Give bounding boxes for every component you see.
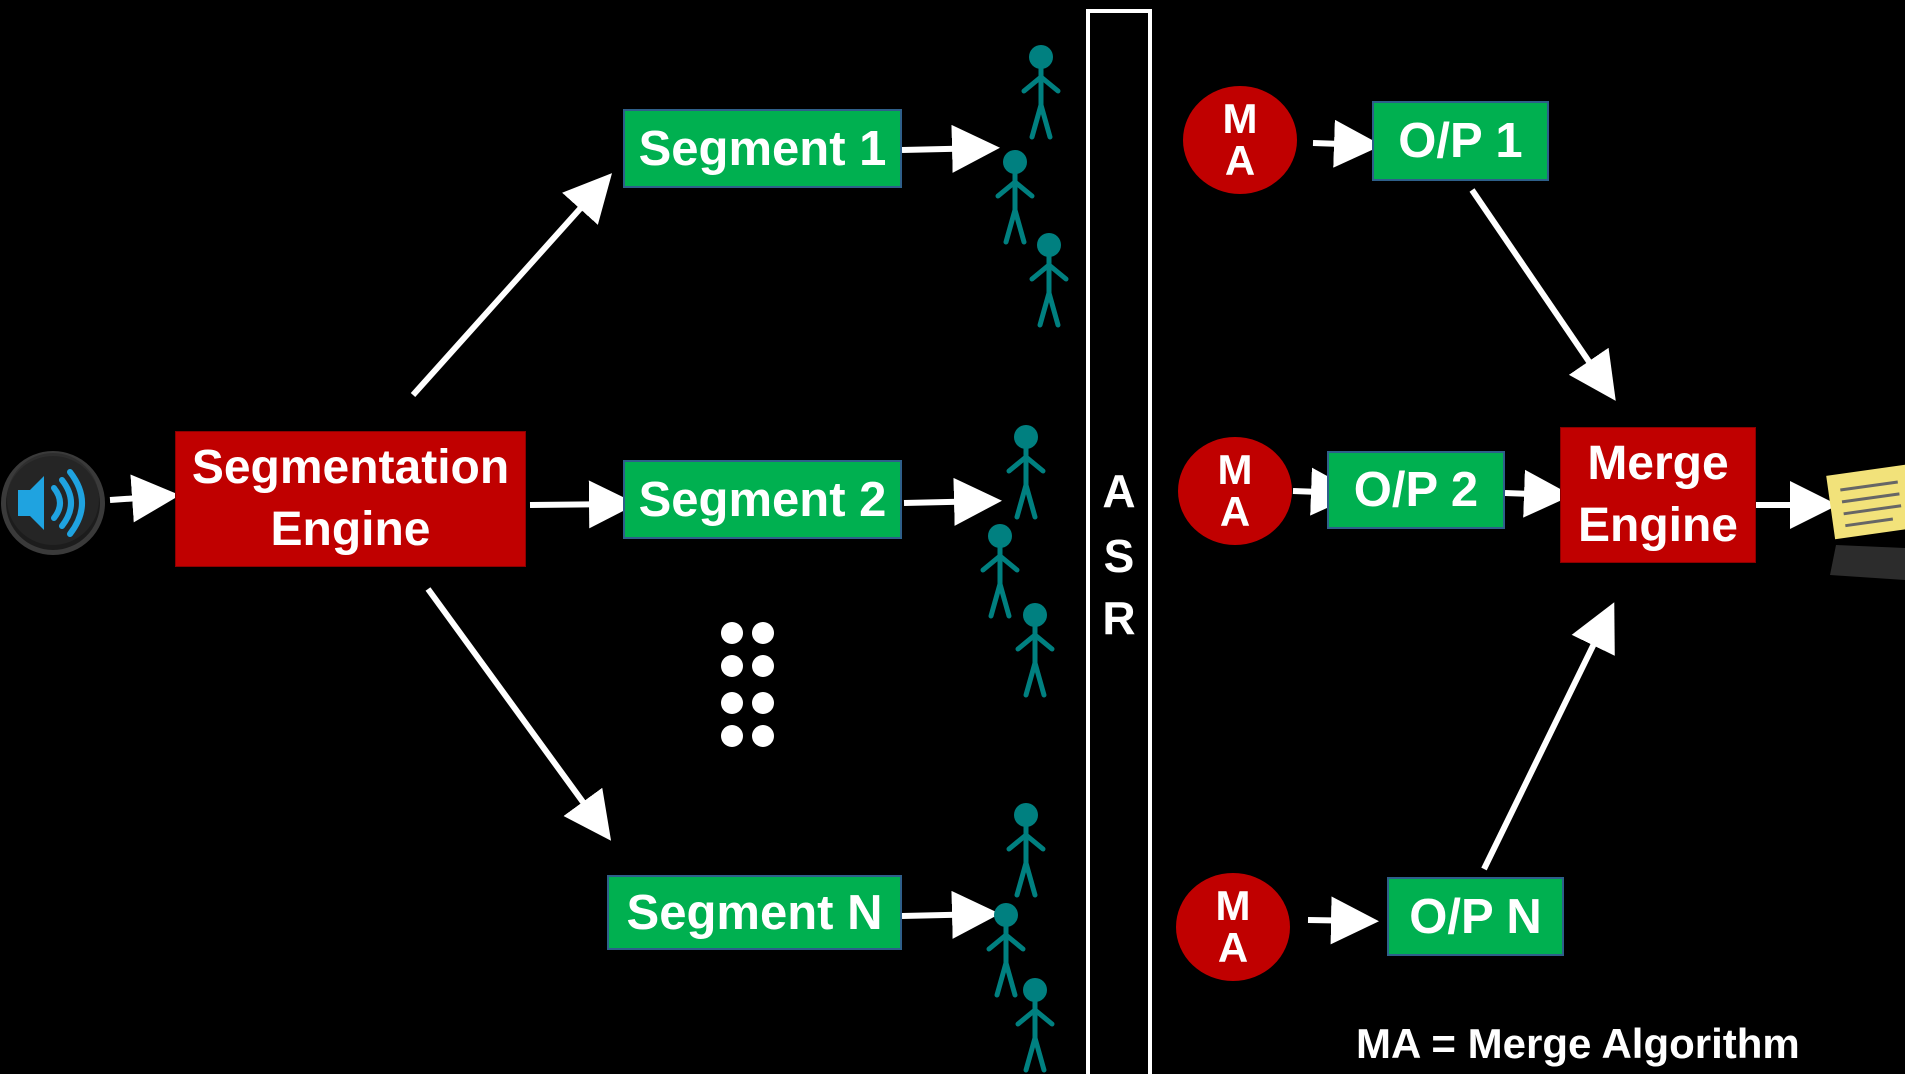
segmentation-engine-label-line2: Engine <box>270 503 431 556</box>
speaker-icon <box>1 451 105 555</box>
output-n-label: O/P N <box>1409 889 1542 944</box>
merge-engine-label-line1: Merge <box>1587 437 1729 490</box>
arrow-ma1-to-op1 <box>1312 119 1382 168</box>
worker-group <box>980 45 1069 1073</box>
person-icon <box>1015 978 1055 1073</box>
merge-algorithm-node-2: M A <box>1178 437 1292 545</box>
output-n-box: O/P N <box>1387 877 1564 956</box>
merge-algorithm-node-n: M A <box>1176 873 1290 981</box>
person-icon <box>995 150 1035 245</box>
segmentation-engine-box: Segmentation Engine <box>175 431 526 567</box>
ma-n-line2: A <box>1217 924 1249 971</box>
output-2-box: O/P 2 <box>1327 451 1505 529</box>
ma-2-line1: M <box>1217 446 1253 493</box>
output-1-label: O/P 1 <box>1398 114 1523 168</box>
person-icon <box>1021 45 1061 140</box>
asr-letter-s: S <box>1103 530 1135 582</box>
segment-1-label: Segment 1 <box>638 121 887 176</box>
arrow-segmentation-to-segment1 <box>410 173 613 398</box>
asr-letter-a: A <box>1102 465 1136 517</box>
person-icon <box>980 524 1020 619</box>
note-icon <box>1826 464 1905 580</box>
arrow-opN-to-merge <box>1481 602 1615 871</box>
ma-1-line1: M <box>1222 95 1258 142</box>
ma-1-line2: A <box>1224 137 1256 184</box>
asr-bar: A S R <box>1086 9 1152 1074</box>
output-1-box: O/P 1 <box>1372 101 1549 181</box>
person-icon <box>1006 425 1046 520</box>
arrow-segment2-to-workers <box>903 477 1002 526</box>
arrow-segmentN-to-workers <box>901 890 1000 939</box>
ma-n-line1: M <box>1215 882 1251 929</box>
segment-n-label: Segment N <box>626 885 883 940</box>
person-icon <box>986 903 1026 998</box>
merge-engine-label-line2: Engine <box>1577 499 1738 552</box>
merge-engine-box: Merge Engine <box>1560 427 1756 563</box>
segment-2-box: Segment 2 <box>623 460 902 539</box>
arrow-segment1-to-workers <box>901 124 1000 173</box>
output-2-label: O/P 2 <box>1353 463 1479 517</box>
segment-1-box: Segment 1 <box>623 109 902 188</box>
connection-arrows <box>109 119 1838 945</box>
person-icon <box>1015 603 1055 698</box>
arrow-op2-to-merge <box>1504 469 1572 518</box>
merge-algorithm-node-1: M A <box>1183 86 1297 194</box>
arrow-op1-to-merge <box>1469 188 1616 401</box>
segmentation-engine-label-line1: Segmentation <box>191 441 510 494</box>
person-icon <box>1006 803 1046 898</box>
arrow-maN-to-opN <box>1307 896 1379 945</box>
segment-n-box: Segment N <box>607 875 902 950</box>
segment-2-label: Segment 2 <box>638 472 887 527</box>
ma-2-line2: A <box>1219 488 1251 535</box>
vertical-dots-icon <box>721 622 774 747</box>
asr-letter-r: R <box>1102 592 1136 644</box>
person-icon <box>1029 233 1069 328</box>
arrow-segmentation-to-segmentN <box>425 587 612 841</box>
legend-text: MA = Merge Algorithm <box>1356 1020 1800 1067</box>
arrow-segmentation-to-segment2 <box>529 480 637 529</box>
arrow-speaker-to-segmentation <box>109 474 180 523</box>
